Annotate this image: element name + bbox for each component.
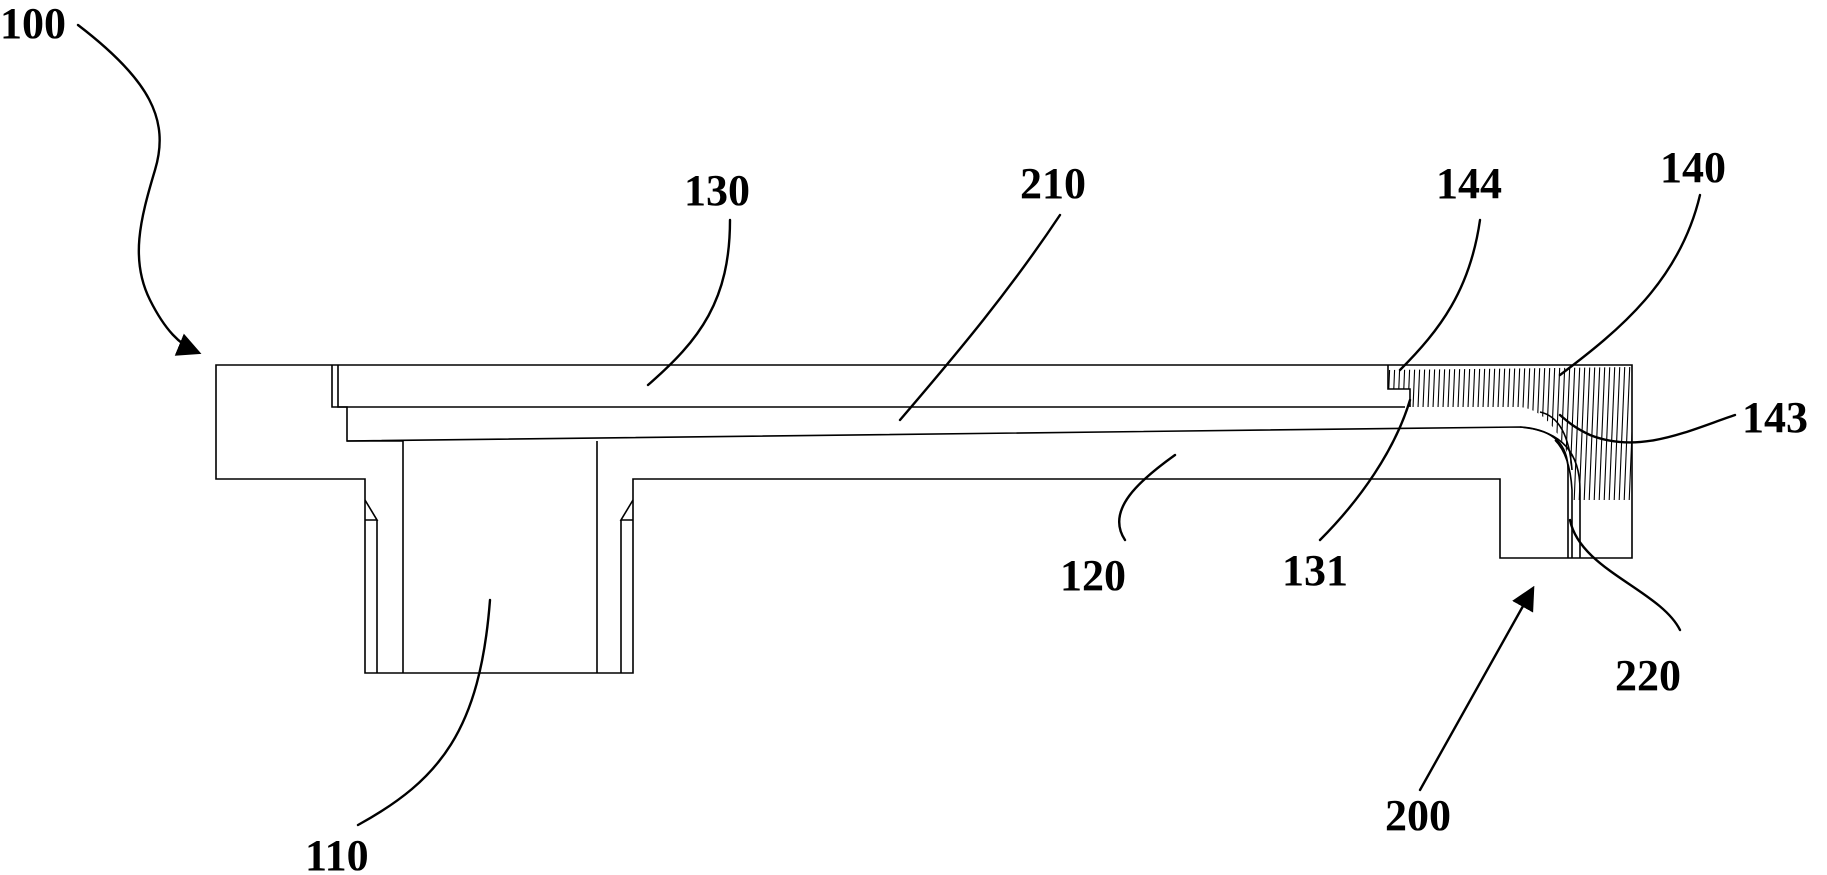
ref-label-210: 210 xyxy=(1020,159,1086,208)
leader-120 xyxy=(1118,453,1177,542)
ref-label-120: 120 xyxy=(1060,551,1126,600)
seal-outline xyxy=(1387,365,1411,407)
ref-label-143: 143 xyxy=(1742,393,1808,442)
ref-label-220: 220 xyxy=(1615,651,1681,700)
hatch-line xyxy=(1593,367,1601,500)
hatch-line xyxy=(1608,367,1616,500)
ref-label-144: 144 xyxy=(1436,159,1502,208)
ref-label-130: 130 xyxy=(684,166,750,215)
ref-label-140: 140 xyxy=(1660,143,1726,192)
ref-label-100: 100 xyxy=(0,0,66,48)
ref-label-200: 200 xyxy=(1385,791,1451,840)
leader-110 xyxy=(356,598,492,827)
hatch-line xyxy=(1623,367,1631,500)
hatch-line xyxy=(1634,360,1640,505)
neck-right-chamfer xyxy=(619,499,634,521)
main-body-outline xyxy=(215,364,1633,674)
neck-left-chamfer xyxy=(364,499,379,521)
ref-label-131: 131 xyxy=(1282,546,1348,595)
upper-cavity-line xyxy=(337,365,1405,408)
leader-220 xyxy=(1568,518,1682,632)
leader-130 xyxy=(646,218,732,387)
leader-143 xyxy=(1558,413,1737,444)
leader-100 xyxy=(76,23,202,356)
hatch-line xyxy=(1628,367,1632,500)
hatch-line xyxy=(1618,367,1626,500)
hatch-line xyxy=(1578,367,1586,500)
hatch-line xyxy=(1388,367,1391,500)
hatch-line xyxy=(1598,367,1606,500)
leader-200 xyxy=(1418,585,1535,792)
hatch-line xyxy=(1573,367,1581,500)
ref-label-110: 110 xyxy=(305,831,369,875)
leader-131 xyxy=(1318,398,1412,542)
hatch-line xyxy=(1613,367,1621,500)
leader-140 xyxy=(1558,193,1702,377)
hatch-line xyxy=(1603,367,1611,500)
leader-210 xyxy=(898,213,1062,422)
leader-144 xyxy=(1398,218,1482,372)
channel-bend-inner xyxy=(1554,439,1573,558)
hatch-line xyxy=(1588,367,1596,500)
